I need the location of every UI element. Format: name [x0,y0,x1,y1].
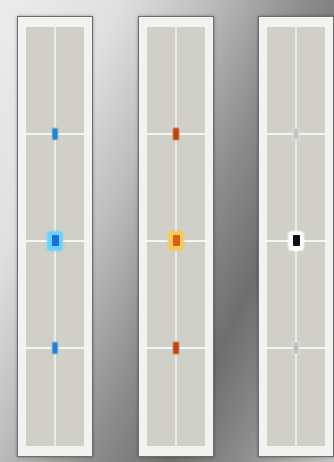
traffic-light-icon[interactable] [169,231,184,250]
road-panel-blue [17,16,93,457]
traffic-light-icon[interactable] [173,341,180,354]
traffic-light-icon[interactable] [52,127,59,140]
traffic-light-icon[interactable] [48,231,63,250]
traffic-light-icon[interactable] [293,341,300,354]
traffic-light-icon[interactable] [173,127,180,140]
road-track [147,27,205,446]
road-track [267,27,325,446]
road-panel-grayscale [258,16,334,457]
traffic-light-icon[interactable] [293,127,300,140]
road-panel-orange [138,16,214,457]
traffic-light-icon[interactable] [52,341,59,354]
road-track [26,27,84,446]
traffic-light-icon[interactable] [289,231,304,250]
